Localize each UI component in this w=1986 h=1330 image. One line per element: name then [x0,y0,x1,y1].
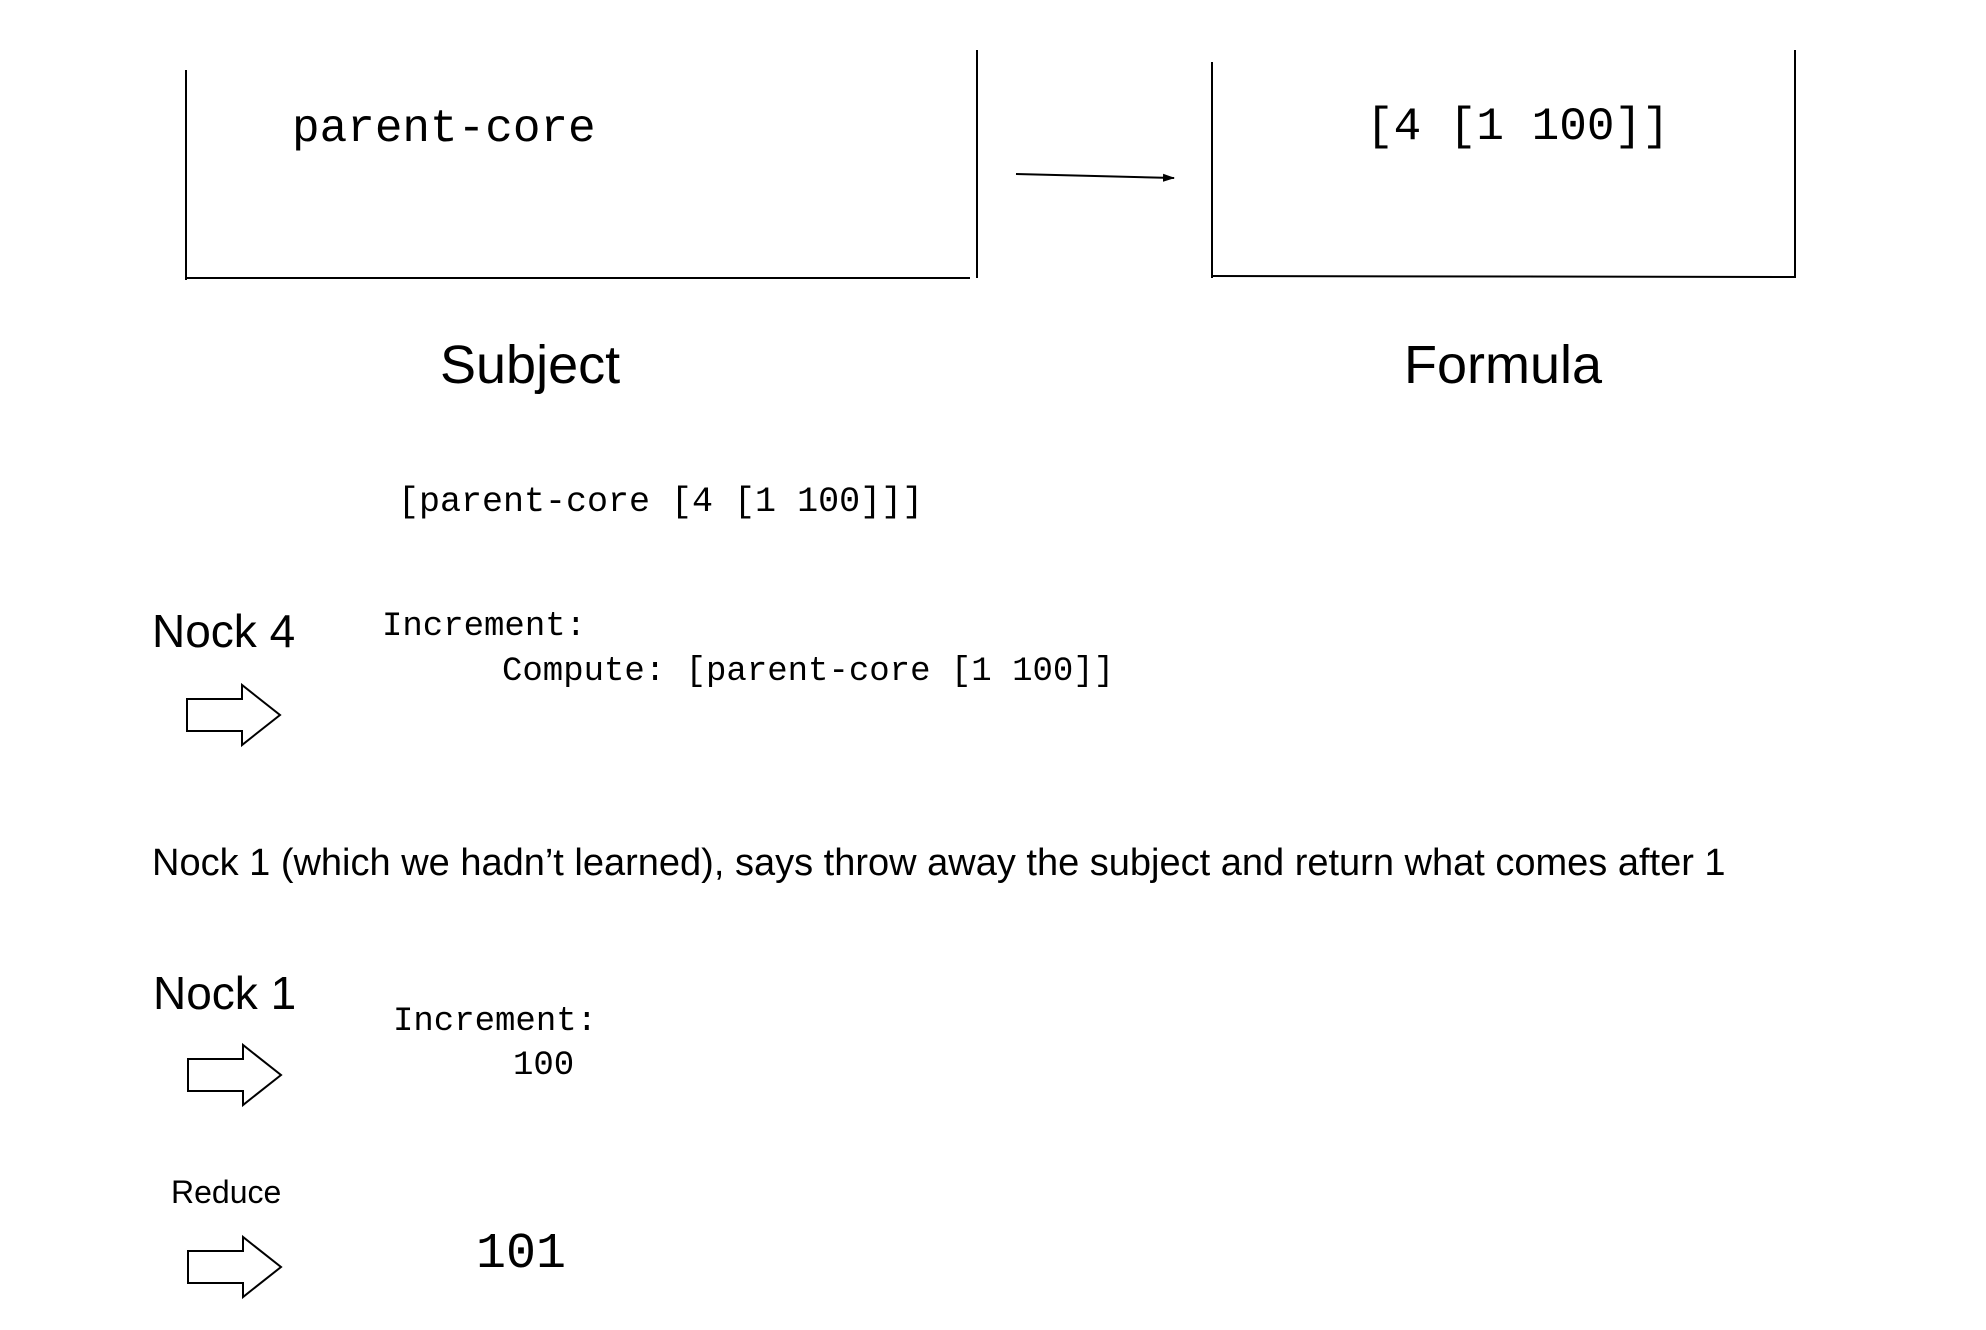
hollow-arrow-right-icon [186,682,282,748]
formula-box-outline [1211,50,1796,278]
formula-label: Formula [1404,335,1603,395]
reduce-result: 101 [476,1226,567,1283]
nock1-label: Nock 1 [153,967,297,1019]
hollow-arrow-right-icon [187,1234,283,1300]
nock1-line1: Increment: [393,1003,598,1041]
nock1-line2: 100 [513,1047,575,1085]
explanation-text: Nock 1 (which we hadn’t learned), says t… [152,842,1726,884]
arrow-right-icon [1015,173,1175,182]
nock4-line2: Compute: [parent-core [1 100]] [502,653,1115,691]
nock4-line1: Increment: [382,608,587,646]
subject-box-content: parent-core [292,103,596,155]
subject-label: Subject [440,335,621,395]
subject-box-outline [185,50,978,280]
hollow-arrow-right-icon [187,1042,283,1108]
combined-noun: [parent-core [4 [1 100]]] [398,482,924,522]
formula-box-content: [4 [1 100]] [1366,101,1670,153]
reduce-label: Reduce [171,1174,282,1210]
nock4-label: Nock 4 [152,605,296,657]
